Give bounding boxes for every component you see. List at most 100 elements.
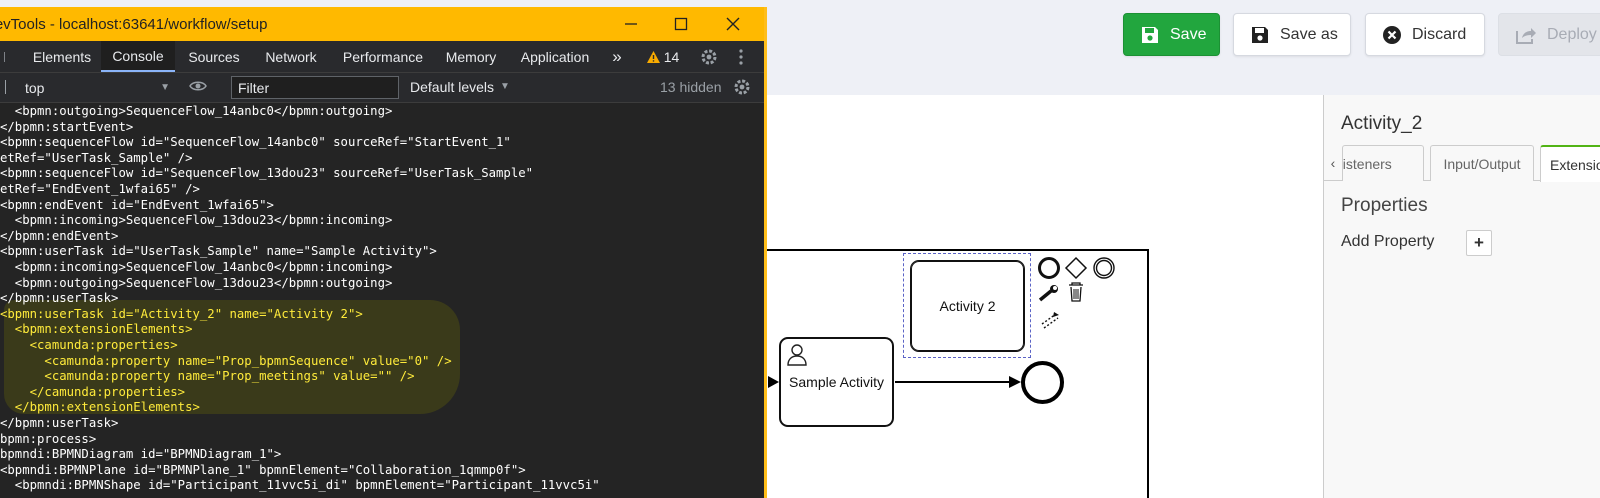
deploy-label: Deploy — [1547, 25, 1597, 43]
console-line: <bpmn:incoming>SequenceFlow_13dou23</bpm… — [0, 213, 393, 228]
console-line: bpmndi:BPMNDiagram id="BPMNDiagram_1"> — [0, 447, 282, 462]
discard-label: Discard — [1412, 25, 1467, 43]
append-gateway-icon[interactable] — [1064, 256, 1088, 280]
console-line: etRef="UserTask_Sample" /> — [0, 150, 193, 165]
kebab-menu-icon[interactable] — [732, 41, 750, 72]
tab-application[interactable]: Application — [520, 48, 590, 65]
console-line: </camunda:properties> — [0, 384, 186, 399]
flow-arrowhead — [1009, 376, 1021, 388]
console-line: </bpmn:endEvent> — [0, 228, 119, 243]
tab-listeners[interactable]: Listeners — [1342, 145, 1424, 181]
warning-icon — [646, 50, 660, 63]
save-button[interactable]: Save — [1123, 13, 1220, 56]
tab-console[interactable]: Console — [101, 41, 175, 72]
save-label: Save — [1170, 25, 1207, 43]
minimize-icon[interactable] — [618, 13, 644, 35]
clear-console-icon[interactable] — [0, 80, 6, 94]
console-line: <camunda:properties> — [0, 338, 178, 352]
highlight-marker — [4, 300, 460, 414]
task-label: Activity 2 — [939, 298, 996, 314]
sequence-flows — [768, 376, 1021, 388]
panel-title: Activity_2 — [1341, 113, 1423, 134]
console-line: </bpmn:startEvent> — [0, 119, 134, 134]
console-line: <bpmn:extensionElements> — [0, 322, 193, 337]
window-title: DevTools - localhost:63641/workflow/setu… — [0, 16, 268, 33]
discard-button[interactable]: Discard — [1365, 13, 1485, 56]
properties-panel: Activity_2 ‹ Listeners Input/Output Exte… — [1323, 95, 1600, 498]
properties-group-title: Properties — [1341, 195, 1428, 216]
inspect-icon[interactable] — [0, 41, 18, 72]
user-icon — [787, 344, 807, 366]
console-line: etRef="EndEvent_1wfai65" /> — [0, 182, 200, 196]
dropdown-arrow-icon: ▼ — [500, 81, 510, 92]
floppy-icon — [1142, 26, 1158, 43]
console-line: <bpmn:userTask id="Activity_2" name="Act… — [0, 306, 363, 321]
add-property-label: Add Property — [1341, 233, 1435, 250]
save-as-label: Save as — [1280, 25, 1338, 43]
save-as-button[interactable]: Save as — [1233, 13, 1351, 56]
append-end-event-icon[interactable] — [1038, 257, 1060, 279]
context-selector[interactable]: top ▼ — [25, 80, 170, 98]
close-icon[interactable] — [720, 13, 746, 35]
warnings-badge[interactable]: 14 — [643, 41, 683, 72]
tab-elements[interactable]: Elements — [32, 48, 92, 65]
settings-gear-icon[interactable] — [698, 41, 720, 72]
warnings-count: 14 — [663, 48, 680, 65]
floppy-icon — [1252, 26, 1268, 43]
wrench-icon[interactable] — [1038, 285, 1058, 302]
end-event[interactable] — [1021, 361, 1064, 404]
deploy-button[interactable]: Deploy — [1498, 13, 1600, 56]
dropdown-arrow-icon: ▼ — [160, 82, 170, 93]
console-line: <camunda:property name="Prop_bpmnSequenc… — [0, 353, 452, 368]
live-expression-eye-icon[interactable] — [189, 79, 207, 96]
console-line: <bpmn:sequenceFlow id="SequenceFlow_14an… — [0, 135, 511, 150]
console-line: <camunda:property name="Prop_meetings" v… — [0, 369, 415, 384]
selection-outline — [903, 253, 1031, 358]
participant-pool[interactable] — [740, 249, 1149, 498]
task-label: Sample Activity — [789, 374, 884, 390]
append-intermediate-event-icon[interactable] — [1093, 257, 1115, 279]
panel-tabs: ‹ Listeners Input/Output Extensions — [1324, 145, 1600, 182]
tab-extensions[interactable]: Extensions — [1540, 145, 1600, 182]
log-levels-dropdown[interactable]: Default levels ▼ — [410, 79, 510, 95]
more-tabs-button[interactable]: » — [612, 46, 622, 66]
add-property-button[interactable]: + — [1466, 230, 1492, 256]
console-output[interactable]: <bpmn:outgoing>SequenceFlow_14anbc0</bpm… — [0, 103, 764, 498]
trash-icon[interactable] — [1069, 282, 1083, 302]
tab-performance[interactable]: Performance — [342, 48, 424, 65]
tab-network[interactable]: Network — [265, 48, 317, 65]
incoming-flow-arrow — [768, 376, 779, 388]
console-line: </bpmn:userTask> — [0, 416, 119, 430]
context-pad — [1038, 256, 1115, 329]
console-line: <bpmn:endEvent id="EndEvent_1wfai65"> — [0, 197, 274, 212]
hidden-count: 13 hidden — [660, 79, 722, 95]
tab-memory[interactable]: Memory — [445, 48, 497, 65]
console-line: <bpmn:userTask id="UserTask_Sample" name… — [0, 244, 437, 259]
tab-sources[interactable]: Sources — [188, 48, 240, 65]
maximize-icon[interactable] — [668, 13, 694, 35]
devtools-tab-bar: Elements Console Sources Network Perform… — [0, 41, 764, 73]
console-line: <bpmndi:BPMNShape id="Participant_11vvc5… — [0, 478, 600, 493]
console-line: </bpmn:extensionElements> — [0, 400, 200, 415]
devtools-window: DevTools - localhost:63641/workflow/setu… — [0, 7, 767, 498]
tab-scroll-left-icon[interactable]: ‹ — [1330, 155, 1336, 171]
share-icon — [1516, 27, 1536, 44]
filter-input[interactable] — [231, 76, 399, 99]
tab-input-output[interactable]: Input/Output — [1430, 145, 1534, 181]
console-line: <bpmn:sequenceFlow id="SequenceFlow_13do… — [0, 166, 534, 181]
close-circle-icon — [1383, 25, 1401, 44]
console-line: bpmn:process> — [0, 431, 97, 446]
console-line: <bpmndi:BPMNPlane id="BPMNPlane_1" bpmnE… — [0, 462, 526, 477]
console-filter-bar: top ▼ Default levels ▼ 13 hidden — [0, 73, 764, 103]
console-line: <bpmn:outgoing>SequenceFlow_13dou23</bpm… — [0, 275, 393, 290]
console-line: </bpmn:userTask> — [0, 291, 119, 306]
console-line: <bpmn:incoming>SequenceFlow_14anbc0</bpm… — [0, 260, 393, 274]
devtools-titlebar[interactable]: DevTools - localhost:63641/workflow/setu… — [0, 7, 764, 41]
console-settings-gear-icon[interactable] — [733, 78, 751, 99]
context-value: top — [25, 80, 45, 96]
connect-arrow-icon[interactable] — [1041, 312, 1059, 329]
task-sample-activity[interactable]: Sample Activity — [779, 337, 894, 427]
tab-listeners-label: Listeners — [1342, 155, 1392, 172]
task-activity-2[interactable]: Activity 2 — [910, 260, 1025, 352]
